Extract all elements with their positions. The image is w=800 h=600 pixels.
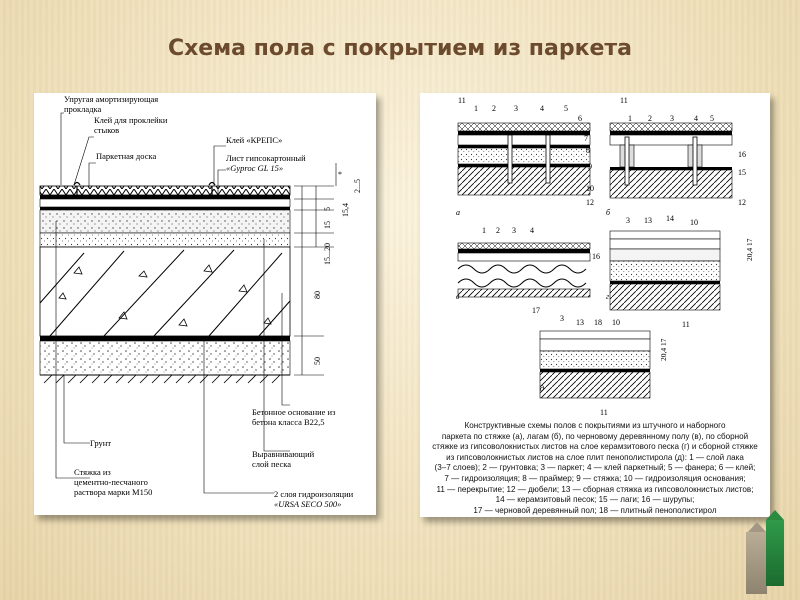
dim-d: 20,4 17 — [745, 238, 754, 261]
num-d-11: 11 — [682, 320, 690, 329]
caption-line: 11 — перекрытие; 12 — дюбели; 13 — сборн… — [436, 484, 754, 494]
num-d-13: 13 — [644, 216, 652, 225]
num-a-11: 11 — [458, 96, 466, 105]
label-screed-line1: Стяжка из — [74, 467, 111, 477]
dim-15: 15 — [323, 221, 332, 229]
num-c-16: 16 — [592, 252, 600, 261]
caption-line: Конструктивные схемы полов с покрытиями … — [464, 421, 726, 430]
dim-5: 5 — [323, 207, 332, 211]
parquet-schemes-diagram: 11 1 2 3 4 5 6 7 8 9 10 12 11 1 2 3 4 5 … — [456, 96, 754, 417]
label-waterproofing-line1: 2 слоя гидроизоляции — [274, 489, 354, 499]
num-e-3: 3 — [560, 314, 564, 323]
num-c-3: 3 — [512, 226, 516, 235]
arrow-up-icon — [747, 522, 766, 532]
scheme-c — [457, 242, 591, 298]
num-e-13: 13 — [576, 318, 584, 327]
dim-e: 20,4 17 — [659, 338, 668, 361]
num-e-11: 11 — [600, 408, 608, 417]
left-diagram-panel: Упругая амортизирующая прокладка Клей дл… — [34, 93, 376, 515]
label-joint-glue-line2: стыков — [94, 125, 119, 135]
letter-e: д — [540, 384, 544, 393]
num-b-5: 5 — [710, 114, 714, 123]
num-a-6: 6 — [578, 114, 582, 123]
num-e-10: 10 — [612, 318, 620, 327]
dim-50: 50 — [313, 357, 322, 365]
label-kreps-glue: Клей «КРЕПС» — [226, 135, 282, 145]
num-d-3: 3 — [626, 216, 630, 225]
label-soil: Грунт — [90, 438, 111, 448]
num-b-12: 12 — [738, 198, 746, 207]
dim-asterisk: * — [338, 170, 342, 179]
label-joint-glue-line1: Клей для проклейки — [94, 115, 168, 125]
scheme-e — [539, 330, 651, 399]
num-c-2: 2 — [496, 226, 500, 235]
num-a-10: 10 — [586, 184, 594, 193]
label-screed-line2: цементно-песчаного — [74, 477, 148, 487]
scheme-b — [609, 122, 733, 199]
num-c-4: 4 — [530, 226, 534, 235]
num-a-5: 5 — [564, 104, 568, 113]
dim-2-5: 2...5 — [353, 179, 362, 193]
caption-line: паркета по стяжке (а), лагам (б), по чер… — [441, 431, 749, 441]
num-a-2: 2 — [492, 104, 496, 113]
num-a-4: 4 — [540, 104, 544, 113]
caption-line: 14 — керамзитовый песок; 15 — лаги; 16 —… — [495, 495, 695, 505]
num-d-10: 10 — [690, 218, 698, 227]
letter-b: б — [606, 208, 611, 217]
previous-slide-button[interactable] — [746, 522, 767, 594]
caption-line: 17 — черновой деревянный пол; 18 — плитн… — [473, 505, 717, 515]
next-slide-button[interactable] — [766, 510, 784, 586]
letter-d: г — [606, 292, 609, 301]
label-concrete-base-line1: Бетонное основание из — [252, 407, 336, 417]
caption-line: из гипсоволокнистых листов на слое плит … — [446, 452, 744, 462]
label-gypsum-sheet-line2: «Gyproc GL 15» — [226, 163, 283, 173]
num-a-8: 8 — [586, 146, 590, 155]
caption-line: 7 — гидроизоляция; 8 — праймер; 9 — стяж… — [444, 473, 746, 483]
label-gypsum-sheet-line1: Лист гипсокартонный — [226, 153, 306, 163]
dim-80: 80 — [313, 291, 322, 299]
letter-c: в — [456, 292, 460, 301]
num-a-3: 3 — [514, 104, 518, 113]
label-elastic-pad-line2: прокладка — [64, 104, 102, 114]
caption-line: (3–7 слоев); 2 — грунтовка; 3 — паркет; … — [434, 463, 756, 473]
floor-section-diagram: Упругая амортизирующая прокладка Клей дл… — [39, 94, 362, 509]
num-b-2: 2 — [648, 114, 652, 123]
label-concrete-base-line2: бетона класса В22,5 — [252, 417, 325, 427]
num-c-17: 17 — [532, 306, 540, 315]
label-waterproofing-line2: «URSA SECO 500» — [274, 499, 341, 509]
dim-15-4: 15,4 — [341, 203, 350, 217]
num-d-14: 14 — [666, 214, 674, 223]
num-b-11: 11 — [620, 96, 628, 105]
diagram-caption: Конструктивные схемы полов с покрытиями … — [426, 421, 764, 516]
letter-a: а — [456, 208, 460, 217]
label-parquet-board: Паркетная доска — [96, 151, 156, 161]
label-screed-line3: раствора марки М150 — [74, 487, 152, 497]
scheme-d — [609, 230, 721, 311]
num-b-1: 1 — [628, 114, 632, 123]
arrow-up-icon — [766, 510, 784, 520]
num-b-3: 3 — [670, 114, 674, 123]
dim-15-20: 15...20 — [323, 243, 332, 265]
num-b-15: 15 — [738, 168, 746, 177]
num-b-4: 4 — [694, 114, 698, 123]
right-diagram-panel: 11 1 2 3 4 5 6 7 8 9 10 12 11 1 2 3 4 5 … — [420, 93, 770, 517]
num-c-1: 1 — [482, 226, 486, 235]
caption-line: стяжке из гипсоволокнистых листов на сло… — [432, 442, 758, 452]
num-a-9: 9 — [588, 162, 592, 171]
label-leveling-sand-line1: Выравнивающий — [252, 449, 315, 459]
label-leveling-sand-line2: слой песка — [252, 459, 291, 469]
label-elastic-pad-line1: Упругая амортизирующая — [64, 94, 158, 104]
num-e-18: 18 — [594, 318, 602, 327]
scheme-a — [457, 122, 591, 196]
num-b-16: 16 — [738, 150, 746, 159]
num-a-7: 7 — [584, 134, 588, 143]
num-a-1: 1 — [474, 104, 478, 113]
num-a-12: 12 — [586, 198, 594, 207]
slide-title: Схема пола с покрытием из паркета — [167, 36, 633, 61]
